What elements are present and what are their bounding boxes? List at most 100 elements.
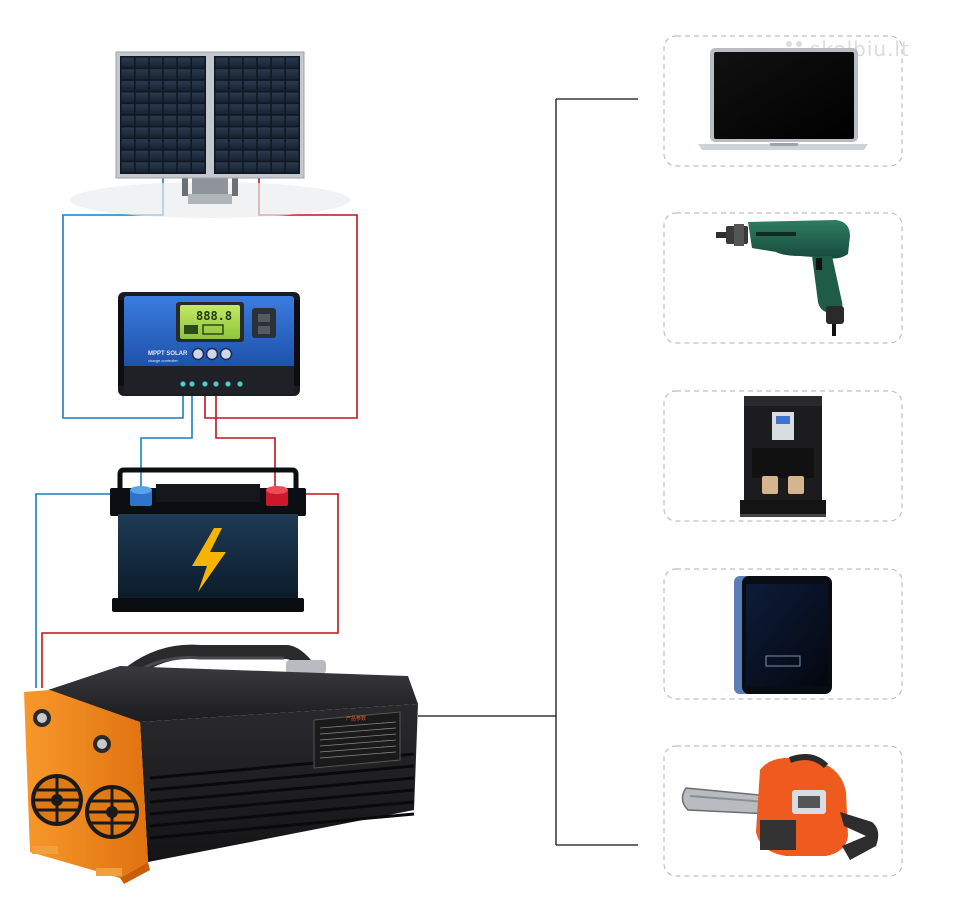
- solar-cell: [177, 92, 191, 103]
- controller-terminals: [179, 380, 243, 387]
- solar-cell: [229, 150, 243, 161]
- solar-cell: [149, 57, 163, 68]
- solar-cell: [229, 69, 243, 80]
- solar-cell: [285, 69, 299, 80]
- solar-cell: [177, 150, 191, 161]
- solar-cell: [285, 57, 299, 68]
- solar-cell: [177, 139, 191, 150]
- solar-cell: [121, 80, 135, 91]
- solar-cell: [215, 80, 229, 91]
- solar-cell: [121, 150, 135, 161]
- coffee-machine-icon: [740, 396, 826, 517]
- solar-cell: [215, 69, 229, 80]
- solar-cell: [135, 162, 149, 173]
- solar-cell: [177, 115, 191, 126]
- solar-cell: [191, 57, 205, 68]
- solar-cell: [229, 127, 243, 138]
- solar-cell: [149, 104, 163, 115]
- solar-cell: [163, 127, 177, 138]
- battery-inverter-negative-wire: [35, 493, 141, 688]
- inverter-vents: [149, 752, 415, 840]
- solar-cell: [271, 139, 285, 150]
- solar-cell: [257, 127, 271, 138]
- charge-controller: 888.8 MPPT SOLAR charge controller: [118, 292, 300, 396]
- smartphone-icon: [734, 576, 832, 694]
- solar-cell: [135, 127, 149, 138]
- solar-cell: [135, 69, 149, 80]
- solar-cell: [163, 92, 177, 103]
- solar-cell: [191, 69, 205, 80]
- solar-cell: [243, 104, 257, 115]
- solar-cell: [163, 162, 177, 173]
- solar-cell: [163, 150, 177, 161]
- solar-cell: [121, 127, 135, 138]
- solar-cell: [285, 92, 299, 103]
- solar-cell: [163, 139, 177, 150]
- solar-cell: [135, 57, 149, 68]
- solar-cell: [149, 162, 163, 173]
- solar-cell: [149, 80, 163, 91]
- solar-cell: [215, 92, 229, 103]
- solar-cell: [149, 150, 163, 161]
- solar-cell: [271, 57, 285, 68]
- solar-cell: [163, 104, 177, 115]
- laptop-icon: [698, 48, 868, 150]
- solar-cell: [149, 139, 163, 150]
- solar-cell: [135, 139, 149, 150]
- solar-cell: [229, 92, 243, 103]
- solar-cell: [215, 104, 229, 115]
- solar-cell: [285, 127, 299, 138]
- output-bus: [418, 98, 638, 846]
- solar-cell: [243, 69, 257, 80]
- battery: [110, 467, 306, 612]
- drill-icon: [716, 220, 850, 336]
- solar-cell: [121, 92, 135, 103]
- solar-cell: [121, 115, 135, 126]
- solar-cell: [257, 150, 271, 161]
- solar-cell: [191, 162, 205, 173]
- solar-cell: [215, 139, 229, 150]
- solar-cell: [257, 104, 271, 115]
- solar-cell: [271, 92, 285, 103]
- solar-cell: [177, 69, 191, 80]
- battery-positive-terminal: [266, 486, 288, 506]
- solar-cell: [177, 162, 191, 173]
- solar-cell: [257, 69, 271, 80]
- solar-cell: [149, 69, 163, 80]
- solar-cell: [149, 115, 163, 126]
- solar-cell: [285, 139, 299, 150]
- lightning-bolt-icon: [192, 528, 226, 592]
- solar-panel: [70, 51, 350, 218]
- solar-cell: [271, 104, 285, 115]
- solar-cell: [243, 150, 257, 161]
- solar-cell: [229, 162, 243, 173]
- solar-cell: [243, 115, 257, 126]
- solar-cell: [285, 115, 299, 126]
- solar-cell: [271, 162, 285, 173]
- solar-cell: [191, 139, 205, 150]
- solar-cell: [177, 57, 191, 68]
- controller-subtitle: charge controller: [148, 358, 178, 363]
- solar-cell: [121, 162, 135, 173]
- solar-cell: [191, 92, 205, 103]
- solar-cell: [121, 139, 135, 150]
- solar-cell: [215, 115, 229, 126]
- solar-cell: [135, 92, 149, 103]
- solar-cell: [243, 92, 257, 103]
- solar-cell: [257, 80, 271, 91]
- solar-cell: [135, 80, 149, 91]
- solar-cell: [271, 115, 285, 126]
- solar-cell: [285, 162, 299, 173]
- solar-cell: [229, 80, 243, 91]
- solar-cell: [229, 139, 243, 150]
- inverter: 产品参数: [24, 644, 418, 884]
- inverter-spec-label: 产品参数: [313, 711, 401, 769]
- solar-cell: [135, 150, 149, 161]
- battery-inverter-positive-wire: [41, 493, 339, 688]
- solar-cell: [215, 150, 229, 161]
- solar-cell: [121, 69, 135, 80]
- solar-cell: [121, 104, 135, 115]
- solar-cells: [121, 57, 299, 173]
- solar-cell: [243, 80, 257, 91]
- solar-cell: [149, 127, 163, 138]
